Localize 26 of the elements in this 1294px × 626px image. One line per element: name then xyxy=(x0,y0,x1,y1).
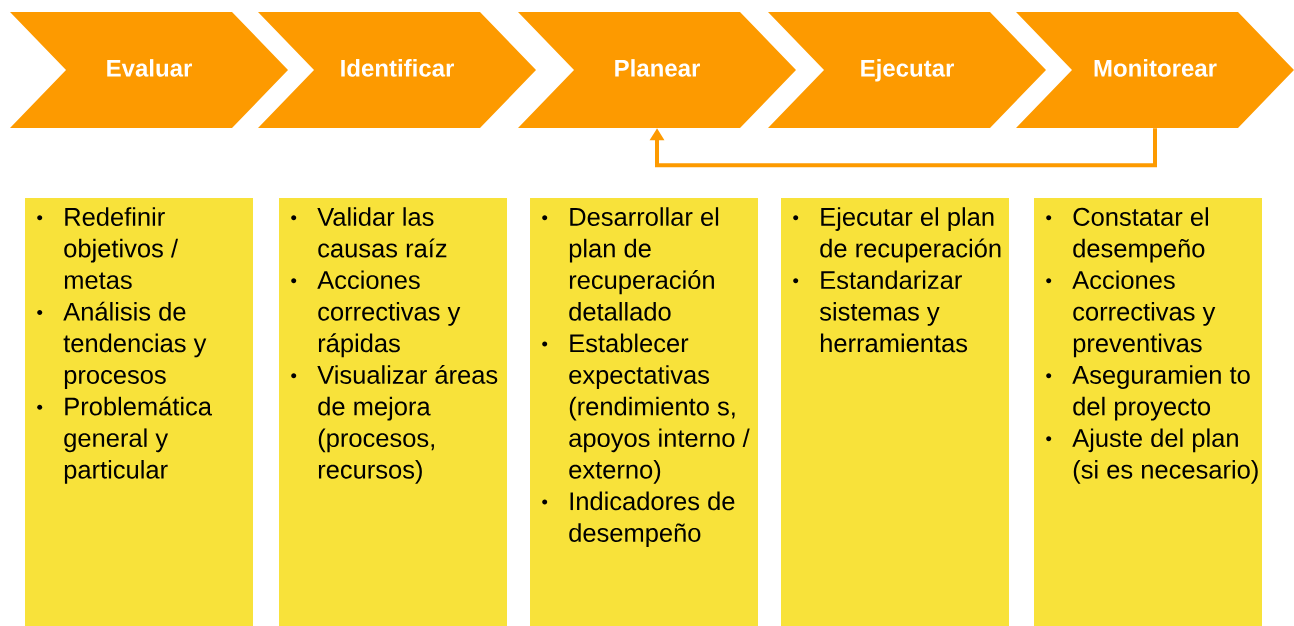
list-item-text: Acciones correctivas y preventivas xyxy=(1072,270,1216,358)
list-item-text: Indicadores de desempeño xyxy=(569,491,735,547)
list-item-text: Análisis de tendencias y procesos xyxy=(63,301,207,389)
chevron-step: Monitorear xyxy=(1016,12,1294,128)
bullet-box xyxy=(1034,198,1262,626)
feedback-arrow xyxy=(649,128,1157,168)
chevron-step: Evaluar xyxy=(10,12,288,128)
list-item-text: Constatar el desempeño xyxy=(1073,207,1208,263)
list-item-text: Visualizar áreas de mejora (procesos, recursos) xyxy=(317,364,498,484)
list-item-text: Ajuste del plan (si es necesario) xyxy=(1072,428,1258,484)
bullet-box xyxy=(279,198,507,626)
chevron-step: Identificar xyxy=(258,12,536,128)
bullet-box xyxy=(530,198,758,626)
chevron-step: Planear xyxy=(518,12,796,128)
list-item-text: Desarrollar el plan de recuperación detallado xyxy=(569,207,719,321)
list-item-text: Validar las causas raíz xyxy=(317,207,447,258)
list-item-text: Estandarizar sistemas y herramientas xyxy=(819,270,968,353)
list-item-text: Redefinir objetivos / metas xyxy=(64,207,179,290)
list-item-text: Acciones correctivas y rápidas xyxy=(317,270,461,358)
list-item-text: Problemática general y particular xyxy=(64,396,212,484)
chevron-step: Ejecutar xyxy=(768,12,1046,128)
list-item-text: Establecer expectativas (rendimiento s, apoyos interno / externo) xyxy=(569,333,750,484)
list-item-text: Aseguramien to del proyecto xyxy=(1072,365,1250,421)
bullet-box xyxy=(781,198,1009,626)
bullet-box xyxy=(25,198,253,626)
list-item-text: Ejecutar el plan de recuperación xyxy=(820,207,1001,263)
